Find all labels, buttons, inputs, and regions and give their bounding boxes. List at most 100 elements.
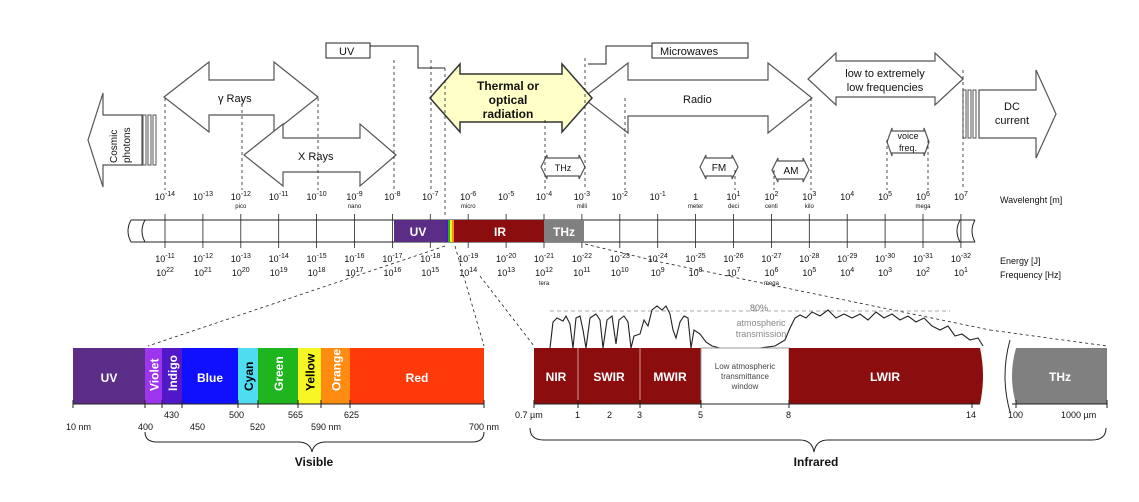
band-thz [544, 220, 584, 242]
x-rays-arrow: X Rays [243, 122, 397, 188]
frequency-tick: 108 [689, 267, 703, 278]
wavelength-prefix: centi [765, 204, 778, 210]
visible-label-orange: Orange [330, 349, 344, 391]
frequency-tick: 1013 [497, 267, 515, 278]
ir-low-atm-line-3: window [731, 382, 759, 391]
visible-segment-cyan [238, 348, 258, 404]
ir-lwir-label: LWIR [870, 370, 900, 384]
vis-tick-450: 450 [190, 422, 205, 432]
wavelength-tick: 10-13 [193, 191, 213, 202]
ir-swir [578, 348, 640, 404]
vis-tick-500: 500 [229, 410, 244, 420]
thermal-arrow: Thermal or optical radiation [428, 62, 594, 134]
thermal-line-1: Thermal or [477, 79, 539, 93]
ir-low-atm [700, 347, 790, 405]
dc-line-2: current [995, 115, 1029, 127]
frequency-tick: 1012 [535, 267, 553, 278]
vis-tick-400: 400 [138, 422, 153, 432]
vis-tick-590: 590 nm [311, 422, 341, 432]
frequency-tick: 1021 [194, 267, 212, 278]
wavelength-tick: 1 [693, 192, 698, 202]
ir-thz-label: THz [1049, 370, 1071, 384]
radio-label: Radio [683, 94, 712, 106]
ir-tick-1: 1 [575, 410, 580, 420]
energy-axis-label: Energy [J] [1000, 256, 1041, 266]
ir-tick-8: 8 [786, 410, 791, 420]
wavelength-tick: 10-9 [346, 191, 362, 202]
visible-segment-indigo [162, 348, 182, 404]
wavelength-tick: 10-4 [536, 191, 552, 202]
energy-tick: 10-31 [913, 253, 933, 264]
frequency-prefix: mega [764, 281, 780, 287]
visible-label-cyan: Cyan [242, 362, 256, 391]
visible-scale: 10 nm 400 450 520 590 nm 700 nm 430 500 … [66, 400, 499, 469]
visible-label-indigo: Indigo [166, 355, 180, 391]
microwaves-top-label: Microwaves [588, 42, 749, 65]
voice-line-1: voice [897, 131, 918, 141]
energy-tick: 10-24 [648, 253, 668, 264]
visible-segment-yellow [298, 348, 321, 404]
frequency-tick: 1019 [270, 267, 288, 278]
frequency-tick: 1018 [308, 267, 326, 278]
vis-tick-520: 520 [250, 422, 265, 432]
energy-tick: 10-20 [496, 253, 516, 264]
energy-tick: 10-11 [155, 253, 175, 264]
cosmic-label-2: photons [122, 127, 133, 163]
ir-tick-1000: 1000 µm [1061, 410, 1096, 420]
energy-tick: 10-30 [875, 253, 895, 264]
energy-tick: 10-18 [420, 253, 440, 264]
energy-tick: 10-28 [799, 253, 819, 264]
wavelength-tick: 10-12 [231, 191, 251, 202]
thz-small-label: THz [555, 163, 572, 173]
gamma-rays-label: γ Rays [218, 93, 252, 105]
wavelength-prefix: mega [915, 204, 931, 210]
visible-label-violet: Violet [148, 359, 162, 391]
vis-tick-700: 700 nm [469, 422, 499, 432]
ir-lwir [789, 348, 983, 404]
frequency-tick: 107 [727, 267, 741, 278]
frequency-tick: 1022 [156, 267, 174, 278]
frequency-tick: 105 [802, 267, 816, 278]
energy-tick: 10-19 [458, 253, 478, 264]
energy-tick: 10-16 [344, 253, 364, 264]
wavelength-tick: 10-11 [269, 191, 289, 202]
gamma-rays-arrow: γ Rays [163, 60, 319, 134]
am-label: AM [784, 166, 799, 177]
ir-tick-3: 3 [637, 410, 642, 420]
cosmic-photons-arrow: Cosmic photons [87, 92, 157, 188]
frequency-tick: 106 [764, 267, 778, 278]
low-freq-line-2: low frequencies [847, 82, 924, 94]
energy-tick: 10-23 [610, 253, 630, 264]
wavelength-tick: 102 [764, 191, 778, 202]
band-uv-label: UV [410, 225, 427, 239]
wavelength-tick: 10-1 [650, 191, 666, 202]
frequency-tick: 1015 [421, 267, 439, 278]
wavelength-prefix: kilo [805, 204, 815, 210]
uv-top-text: UV [339, 46, 355, 58]
ir-tick-5: 5 [698, 410, 703, 420]
wavelength-prefix: micro [461, 204, 476, 210]
thz-small-arrow: THz [540, 154, 586, 180]
wavelength-tick: 10-5 [498, 191, 514, 202]
microwaves-text: Microwaves [660, 46, 719, 58]
spectrum-bar: UV IR THz [127, 214, 976, 248]
ir-swir-label: SWIR [593, 370, 625, 384]
thermal-line-3: radiation [483, 107, 534, 121]
energy-tick: 10-25 [686, 253, 706, 264]
frequency-tick: 109 [651, 267, 665, 278]
frequency-tick: 104 [840, 267, 854, 278]
ir-low-atm-line-1: Low atmospheric [715, 362, 775, 371]
radio-arrow: Radio [582, 61, 813, 135]
wavelength-prefix: milli [577, 204, 587, 210]
dc-line-1: DC [1004, 101, 1020, 113]
vis-tick-430: 430 [164, 410, 179, 420]
frequency-tick: 1017 [346, 267, 364, 278]
visible-brace [144, 431, 485, 453]
wavelength-tick: 10-2 [612, 191, 628, 202]
energy-tick: 10-12 [193, 253, 213, 264]
wavelength-axis-label: Wavelenght [m] [1000, 195, 1062, 205]
energy-tick: 10-29 [837, 253, 857, 264]
visible-segment-violet [145, 348, 162, 404]
